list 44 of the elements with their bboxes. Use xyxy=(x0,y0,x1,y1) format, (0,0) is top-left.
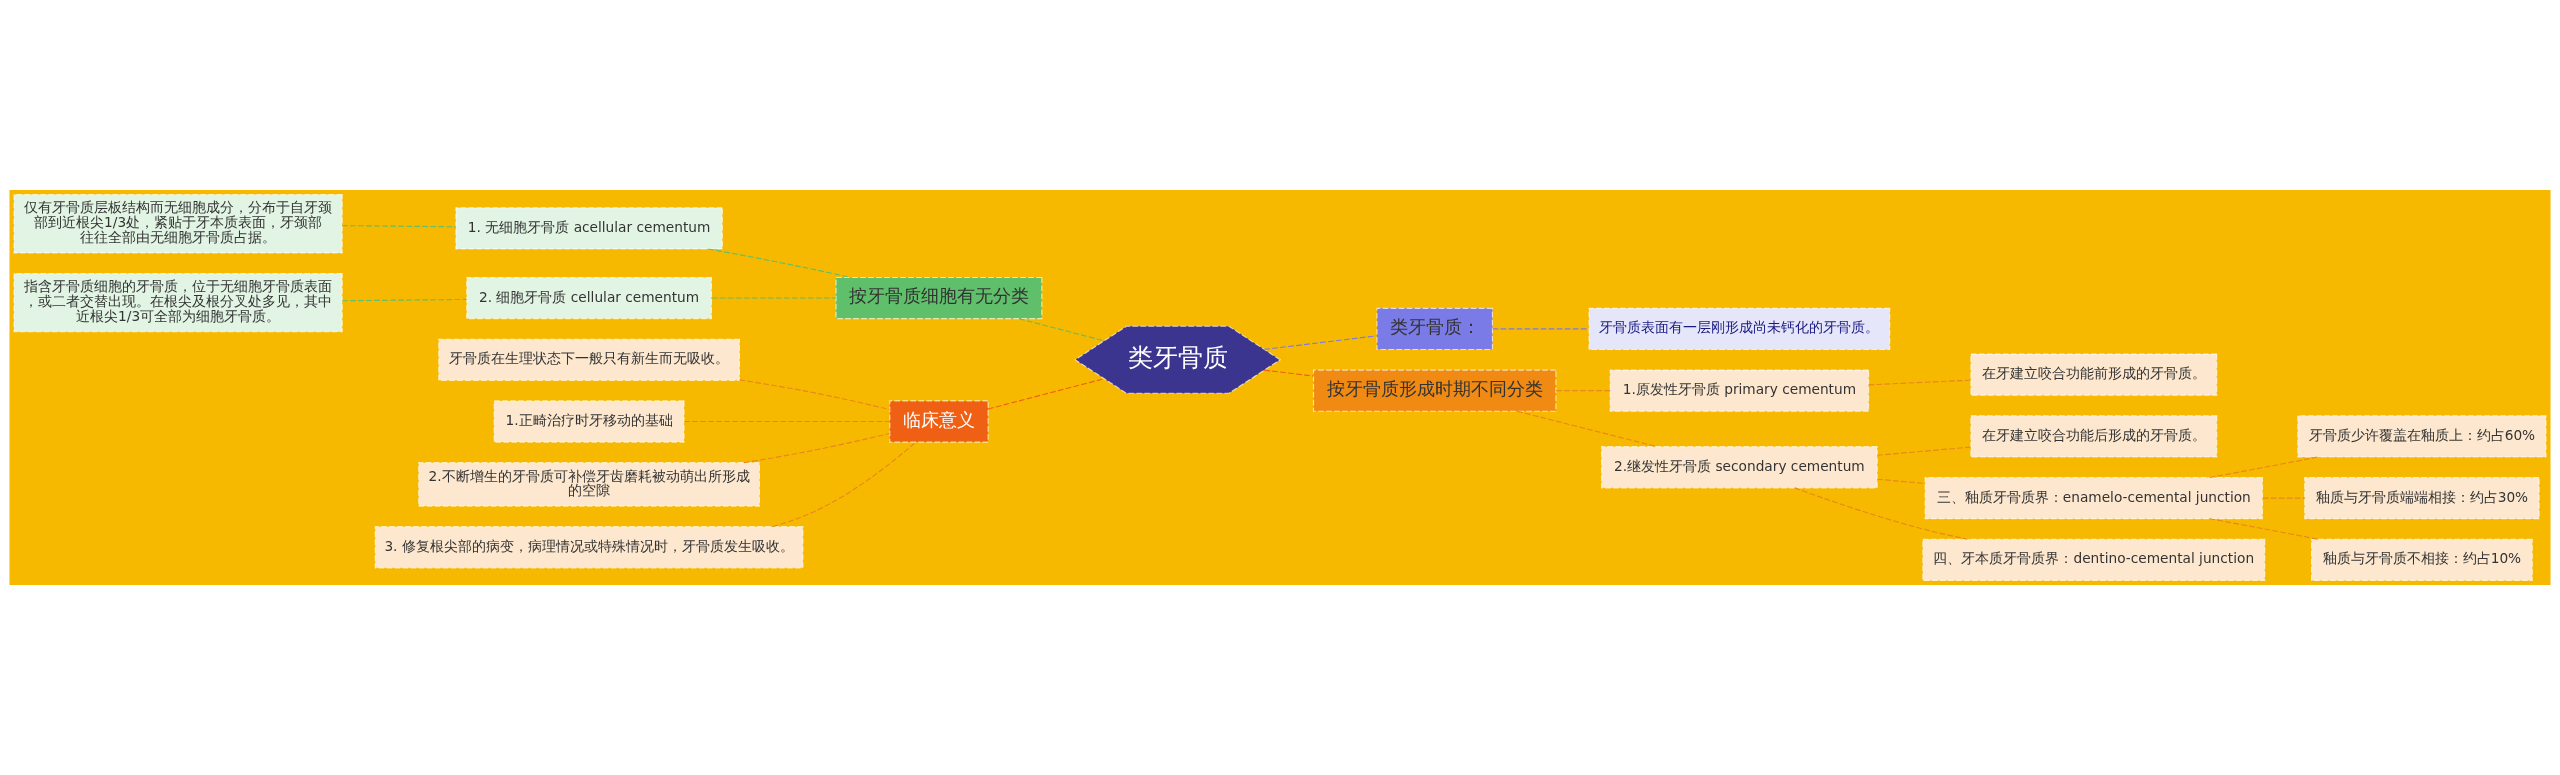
node-box: 1. 无细胞牙骨质 acellular cementum xyxy=(455,207,723,250)
connector xyxy=(1555,390,1611,392)
node-box: 牙骨质在生理状态下一般只有新生而无吸收。 xyxy=(438,338,740,381)
node-box: 2.不断增生的牙骨质可补偿牙齿磨耗被动萌出所形成的空隙 xyxy=(418,462,761,507)
connector xyxy=(707,248,851,278)
node-box: 牙骨质少许覆盖在釉质上：约占60% xyxy=(2297,415,2547,458)
connector xyxy=(1492,328,1590,330)
connector xyxy=(683,420,891,423)
node-box: 指含牙骨质细胞的牙骨质，位于无细胞牙骨质表面，或二者交替出现。在根尖及根分叉处多见，其中近根尖1/3可全部为细胞牙骨质。 xyxy=(13,272,343,333)
connector xyxy=(1263,369,1314,377)
connector xyxy=(772,441,916,528)
connector xyxy=(711,297,837,299)
connector xyxy=(1868,379,1972,386)
connector xyxy=(2262,497,2306,499)
connector xyxy=(1876,446,1971,456)
connector xyxy=(738,379,891,411)
connector xyxy=(743,432,891,464)
connector xyxy=(1516,410,1658,448)
node-box: 釉质与牙骨质端端相接：约占30% xyxy=(2304,476,2540,520)
node-box: 三、釉质牙骨质界：enamelo-cemental junction xyxy=(1924,476,2263,520)
node-box: 2. 细胞牙骨质 cellular cementum xyxy=(466,276,712,320)
node-box: 四、牙本质牙骨质界：dentino-cemental junction xyxy=(1922,538,2266,581)
connector xyxy=(341,225,457,228)
connector xyxy=(1263,335,1378,350)
node-box: 临床意义 xyxy=(889,400,989,443)
node-box: 在牙建立咬合功能前形成的牙骨质。 xyxy=(1970,353,2218,396)
connector xyxy=(1794,487,1969,540)
connector xyxy=(2209,518,2319,540)
node-box: 1.原发性牙骨质 primary cementum xyxy=(1609,369,1870,412)
node-box: 2.继发性牙骨质 secondary cementum xyxy=(1601,446,1878,489)
connector xyxy=(987,378,1105,410)
connector xyxy=(2209,456,2319,479)
node-box: 在牙建立咬合功能后形成的牙骨质。 xyxy=(1970,415,2218,458)
node-box: 牙骨质表面有一层刚形成尚未钙化的牙骨质。 xyxy=(1588,307,1891,351)
node-box: 1.正畸治疗时牙移动的基础 xyxy=(493,400,685,443)
node-box: 按牙骨质形成时期不同分类 xyxy=(1312,369,1557,412)
connector xyxy=(341,298,468,302)
node-box: 按牙骨质细胞有无分类 xyxy=(835,276,1043,320)
connector xyxy=(1018,318,1105,342)
node-box: 类牙骨质： xyxy=(1376,307,1493,351)
node-box: 仅有牙骨质层板结构而无细胞成分，分布于自牙颈部到近根尖1/3处，紧贴于牙本质表面，牙颈部往往全部由无细胞牙骨质占据。 xyxy=(13,194,343,254)
connector xyxy=(1876,478,1926,484)
node-box: 3. 修复根尖部的病变，病理情况或特殊情况时，牙骨质发生吸收。 xyxy=(374,526,804,569)
node-box: 釉质与牙骨质不相接：约占10% xyxy=(2311,538,2533,581)
